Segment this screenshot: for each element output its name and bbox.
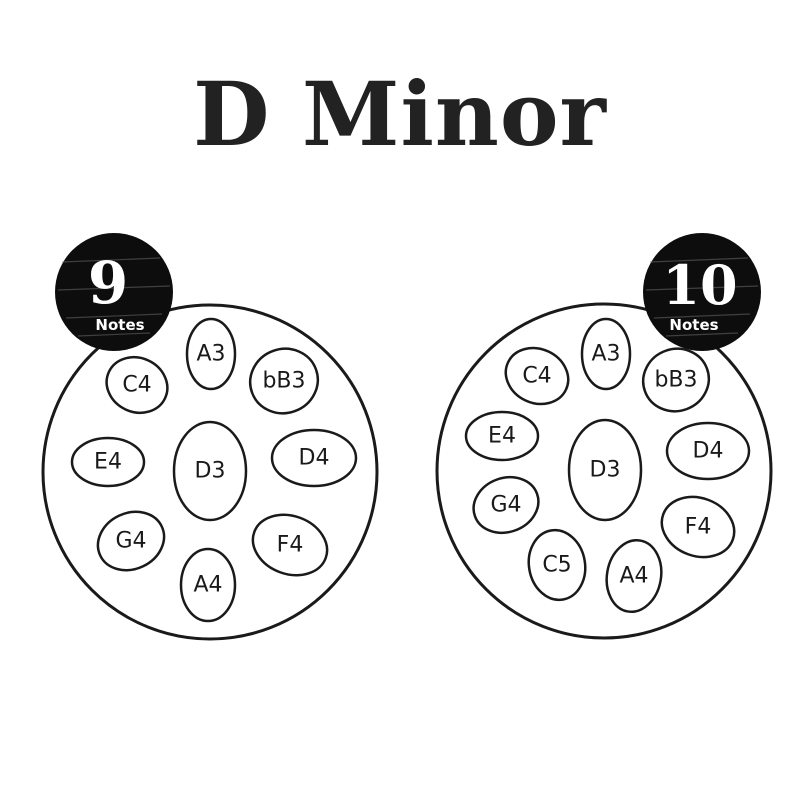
note-label: C5 [542, 553, 571, 578]
note-label: E4 [94, 450, 122, 475]
badge-circle [55, 233, 173, 351]
note-shape [172, 420, 248, 522]
note-label: A4 [193, 573, 222, 598]
note-field-c4: C4 [105, 355, 169, 415]
note-shape [660, 495, 736, 559]
note-field-a3: A3 [580, 317, 632, 391]
note-label: F4 [277, 533, 304, 558]
note-field-e4: E4 [464, 410, 540, 462]
badge-number: 9 [88, 249, 128, 317]
note-label: A4 [619, 564, 648, 589]
note-label: F4 [685, 515, 712, 540]
note-field-g4: G4 [96, 510, 166, 572]
note-field-f4: F4 [660, 495, 736, 559]
note-label: D3 [590, 458, 621, 483]
note-field-e4: E4 [70, 436, 146, 488]
note-label: D3 [195, 459, 226, 484]
note-field-bb3: bB3 [641, 347, 711, 413]
note-shape [641, 347, 711, 413]
note-field-d4: D4 [665, 421, 751, 481]
note-shape [665, 421, 751, 481]
note-field-c5: C5 [527, 528, 587, 602]
note-field-g4: G4 [472, 475, 540, 535]
note-shape [185, 317, 237, 391]
note-field-bb3: bB3 [248, 347, 320, 415]
note-shape [251, 513, 329, 577]
note-shape [179, 547, 237, 623]
badge-caption: Notes [669, 316, 718, 334]
note-field-a3: A3 [185, 317, 237, 391]
note-field-c4: C4 [504, 346, 570, 406]
note-label: A3 [196, 342, 225, 367]
note-label: C4 [522, 364, 551, 389]
note-field-d4: D4 [270, 428, 358, 488]
note-field-d3-ding: D3 [567, 418, 643, 522]
badge-number: 10 [662, 253, 737, 317]
note-label: G4 [490, 493, 521, 518]
note-label: bB3 [654, 368, 697, 393]
note-label: G4 [115, 529, 146, 554]
badge-circle [643, 233, 761, 351]
note-label: A3 [591, 342, 620, 367]
note-shape [96, 510, 166, 572]
note-shape [580, 317, 632, 391]
page-title: D Minor [193, 62, 607, 166]
note-shape [70, 436, 146, 488]
note-label: E4 [488, 424, 516, 449]
note-shape [567, 418, 643, 522]
note-shape [105, 355, 169, 415]
note-shape [248, 347, 320, 415]
note-label: D4 [693, 439, 724, 464]
note-shape [527, 528, 587, 602]
note-label: bB3 [262, 369, 305, 394]
drum-9-notes: A3 bB3 D4 F4 A4 G4 E4 C4 [41, 233, 379, 641]
drum-10-notes: A3 bB3 D4 F4 A4 C5 G4 E4 [435, 233, 773, 640]
note-field-d3-ding: D3 [172, 420, 248, 522]
note-shape [464, 410, 540, 462]
note-field-a4: A4 [605, 538, 663, 614]
note-field-f4: F4 [251, 513, 329, 577]
note-shape [504, 346, 570, 406]
badge-caption: Notes [95, 316, 144, 334]
note-label: D4 [299, 446, 330, 471]
note-field-a4: A4 [179, 547, 237, 623]
note-shape [605, 538, 663, 614]
note-label: C4 [122, 373, 151, 398]
note-shape [472, 475, 540, 535]
note-count-badge: 9 Notes [55, 233, 173, 351]
note-count-badge: 10 Notes [643, 233, 761, 351]
note-shape [270, 428, 358, 488]
